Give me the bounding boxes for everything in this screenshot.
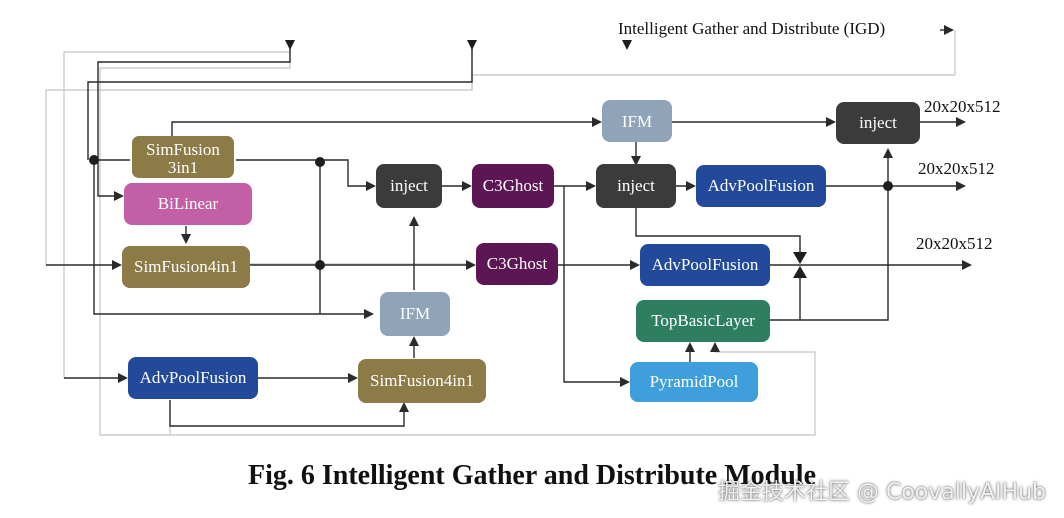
node-ifm-a: IFM [380, 292, 450, 336]
bowtie-marker [793, 252, 807, 278]
simfusion3in1-label-2: 3in1 [168, 158, 198, 177]
output-label-1: 20x20x512 [924, 97, 1001, 116]
figure-caption: Fig. 6 Intelligent Gather and Distribute… [247, 460, 817, 491]
inject-a-label: inject [390, 176, 428, 195]
node-simfusion3in1: SimFusion 3in1 [132, 136, 234, 178]
advpoolfusion-a-label: AdvPoolFusion [140, 368, 247, 387]
node-advpoolfusion-a: AdvPoolFusion [128, 357, 258, 399]
c3ghost-a-label: C3Ghost [483, 176, 544, 195]
watermark: 掘金技术社区 @ CoovallyAIHub [717, 480, 1046, 505]
inject-b-label: inject [617, 176, 655, 195]
junctions [89, 155, 893, 270]
igd-label: Intelligent Gather and Distribute (IGD) [618, 19, 885, 38]
inject-c-label: inject [859, 113, 897, 132]
node-advpoolfusion-b: AdvPoolFusion [696, 165, 826, 207]
advpoolfusion-c-label: AdvPoolFusion [652, 255, 759, 274]
node-bilinear: BiLinear [124, 183, 252, 225]
output-label-3: 20x20x512 [916, 234, 993, 253]
topbasiclayer-label: TopBasicLayer [651, 311, 755, 330]
node-topbasiclayer: TopBasicLayer [636, 300, 770, 342]
output-label-2: 20x20x512 [918, 159, 995, 178]
node-simfusion4in1-a: SimFusion4in1 [122, 246, 250, 288]
c3ghost-b-label: C3Ghost [487, 254, 548, 273]
node-simfusion4in1-b: SimFusion4in1 [358, 359, 486, 403]
node-inject-b: inject [596, 164, 676, 208]
node-ifm-b: IFM [602, 100, 672, 142]
node-c3ghost-a: C3Ghost [472, 164, 554, 208]
advpoolfusion-b-label: AdvPoolFusion [708, 176, 815, 195]
node-pyramidpool: PyramidPool [630, 362, 758, 402]
node-inject-a: inject [376, 164, 442, 208]
ifm-a-label: IFM [400, 304, 430, 323]
bilinear-label: BiLinear [158, 194, 219, 213]
dark-connectors [46, 25, 972, 427]
node-advpoolfusion-c: AdvPoolFusion [640, 244, 770, 286]
node-inject-c: inject [836, 102, 920, 144]
node-c3ghost-b: C3Ghost [476, 243, 558, 285]
simfusion4in1-b-label: SimFusion4in1 [370, 371, 474, 390]
simfusion3in1-label-1: SimFusion [146, 140, 220, 159]
ifm-b-label: IFM [622, 112, 652, 131]
pyramidpool-label: PyramidPool [650, 372, 739, 391]
simfusion4in1-a-label: SimFusion4in1 [134, 257, 238, 276]
igd-down-arrows [285, 40, 632, 50]
